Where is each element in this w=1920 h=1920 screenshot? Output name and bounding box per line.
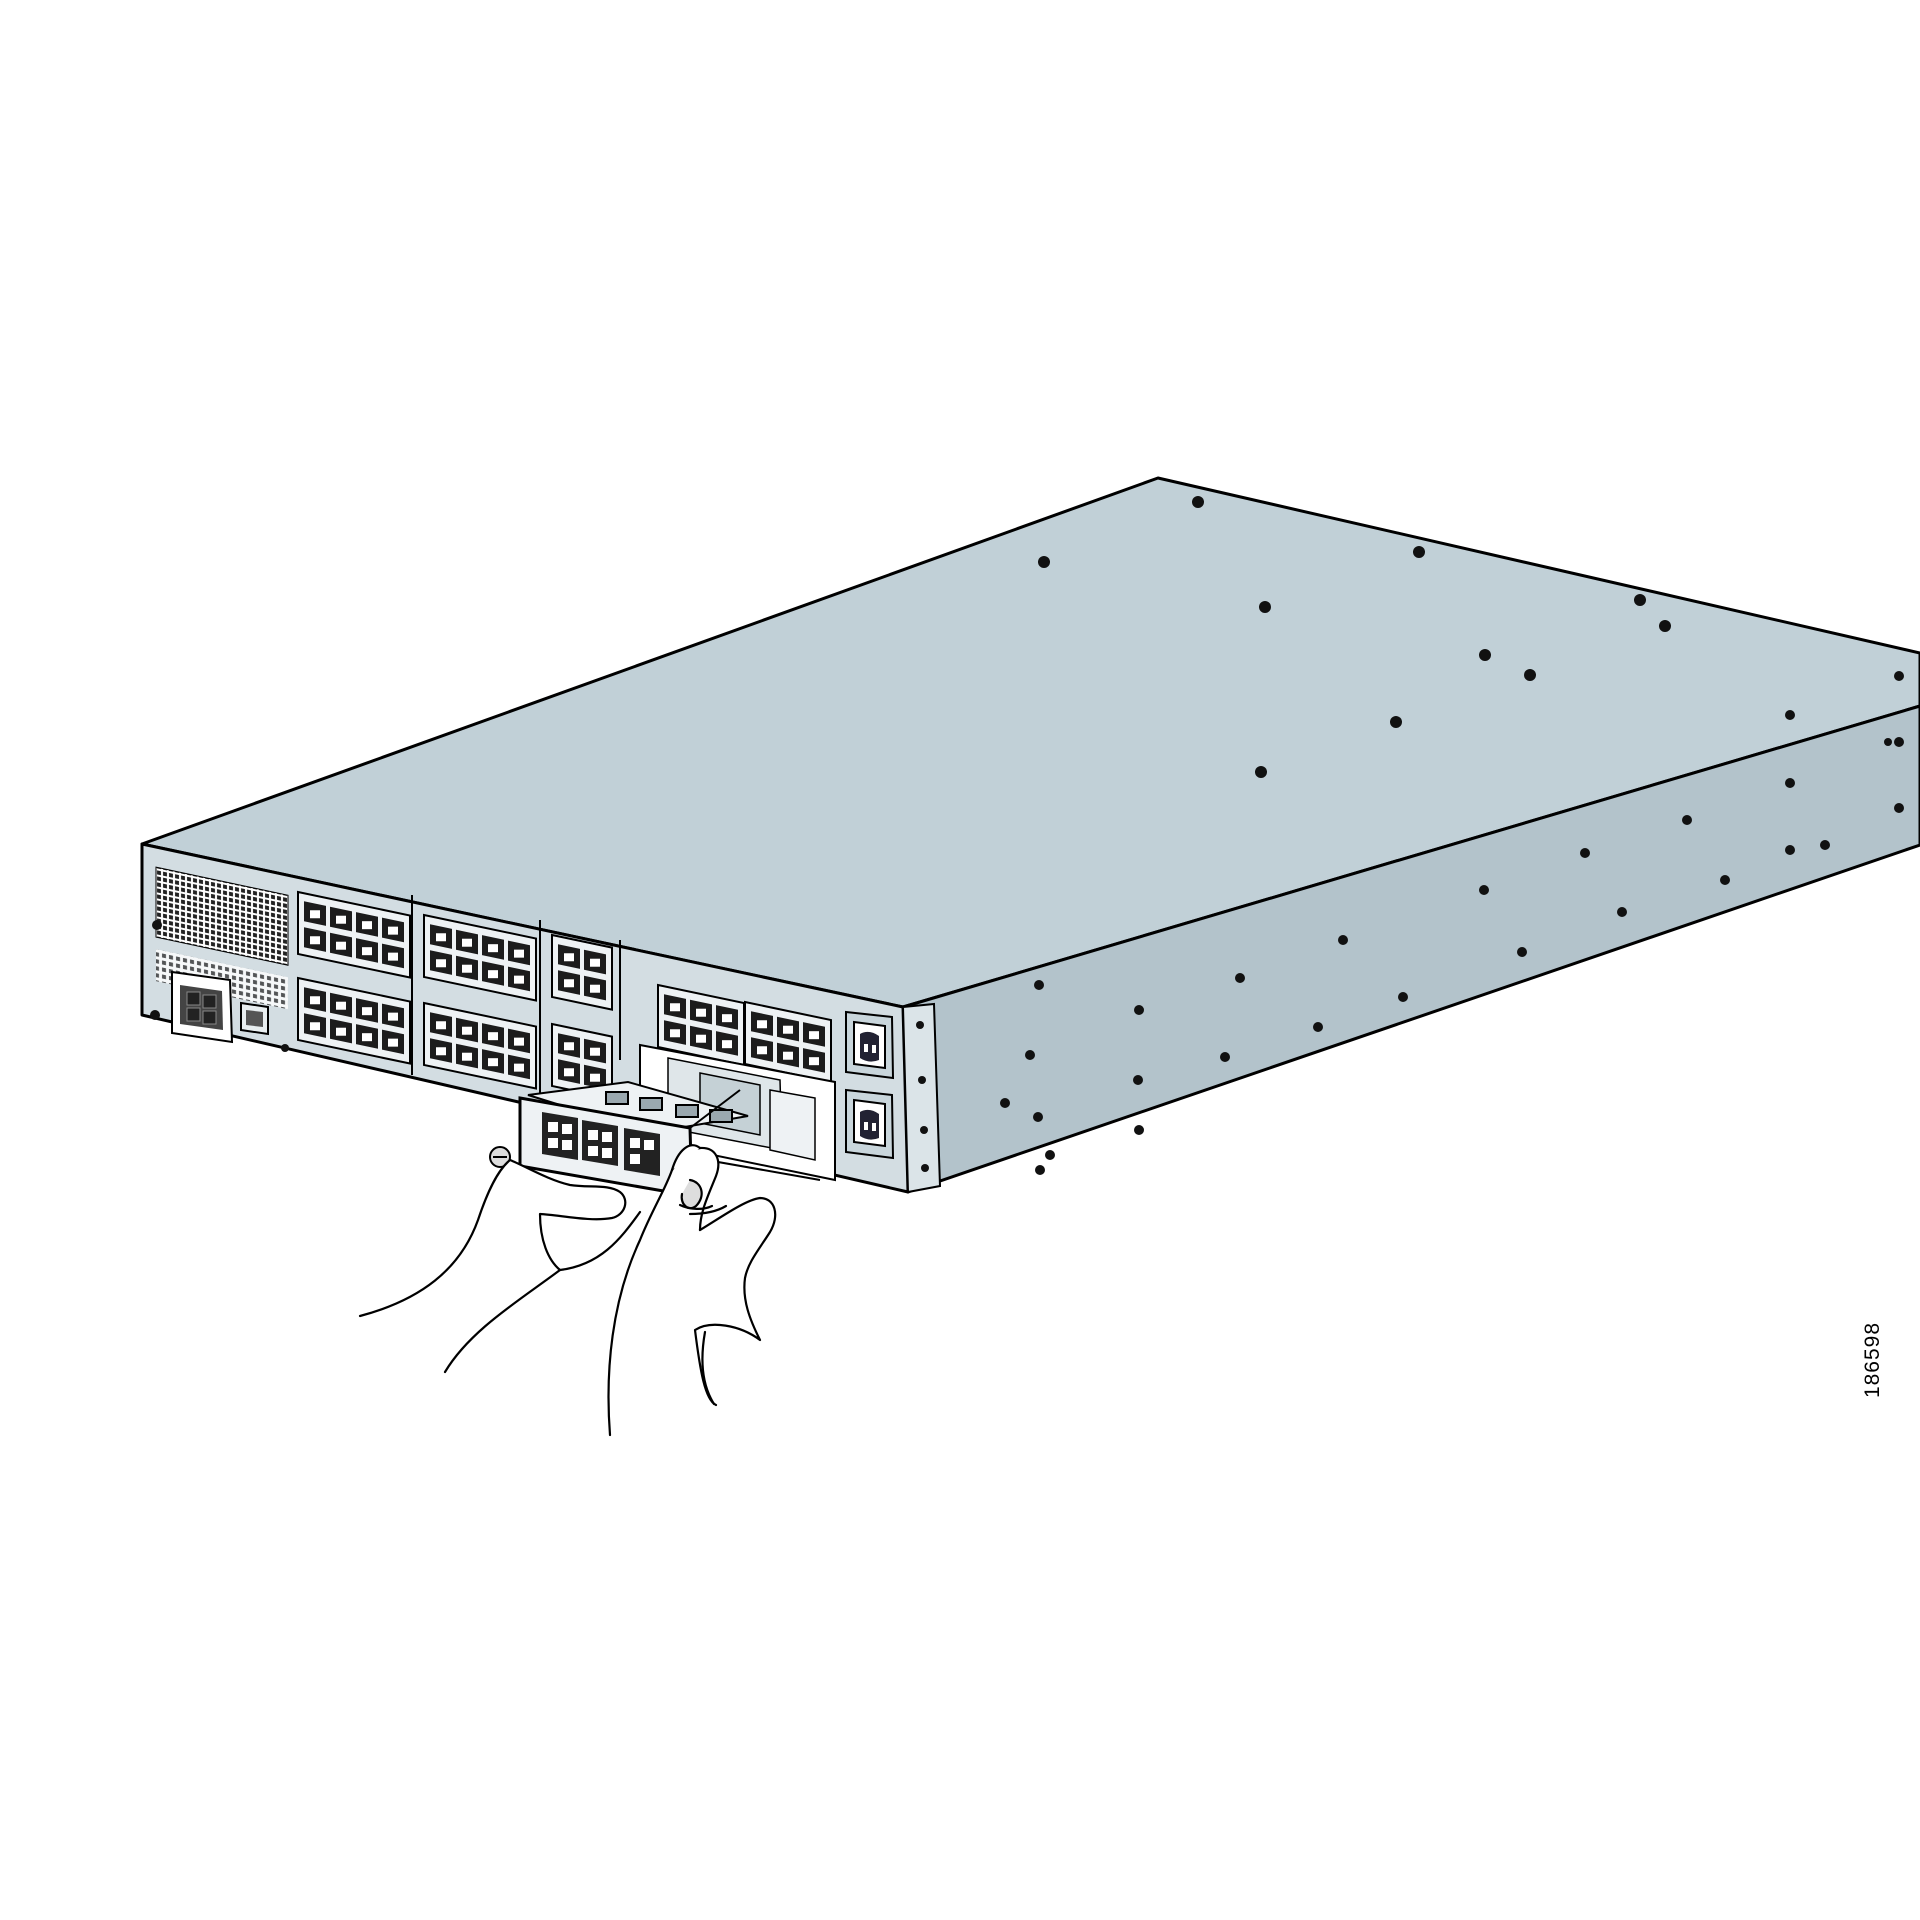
sfp-port-opening (757, 1020, 767, 1029)
sfp-port-opening (590, 1073, 600, 1082)
sfp-port-opening (436, 1021, 446, 1030)
sfp-port-opening (336, 915, 346, 924)
chassis-body (140, 476, 1920, 1194)
sfp-port-opening (590, 984, 600, 993)
sfp-port-opening (590, 958, 600, 967)
sfp-port-opening (336, 1001, 346, 1010)
sfp-port-opening (310, 910, 320, 919)
sfp-port-opening (564, 1042, 574, 1051)
console-port (240, 1001, 269, 1036)
sfp-port-opening (809, 1057, 819, 1066)
sfp-port-opening (722, 1040, 732, 1049)
sfp-port-opening (514, 949, 524, 958)
sfp-port-opening (488, 944, 498, 953)
sfp-port-opening (362, 947, 372, 956)
sfp-port-opening (696, 1008, 706, 1017)
power-switch-block (171, 970, 234, 1044)
power-inlet-icon (845, 1010, 895, 1080)
sfp-port-opening (462, 938, 472, 947)
sfp-port-opening (462, 964, 472, 973)
vent-grille (155, 866, 289, 966)
sfp-port-opening (564, 953, 574, 962)
top-screws (1038, 496, 1671, 778)
sfp-port-opening (757, 1046, 767, 1055)
sfp-port-opening (564, 1068, 574, 1077)
sfp-port-opening (310, 936, 320, 945)
sfp-port-opening (783, 1025, 793, 1034)
sfp-port-opening (462, 1052, 472, 1061)
sfp-port-opening (809, 1031, 819, 1040)
sfp-port-opening (362, 1033, 372, 1042)
sfp-port-opening (564, 979, 574, 988)
power-inlet-icon (845, 1088, 895, 1160)
sfp-port-opening (388, 926, 398, 935)
sfp-port-opening (336, 1027, 346, 1036)
sfp-port-opening (436, 959, 446, 968)
sfp-port-opening (783, 1051, 793, 1060)
sfp-port-opening (514, 1063, 524, 1072)
side-screws (1000, 671, 1904, 1175)
sfp-port-opening (722, 1014, 732, 1023)
mounting-flange (901, 1002, 942, 1194)
sfp-port-opening (514, 975, 524, 984)
sfp-port-opening (362, 921, 372, 930)
sfp-port-opening (670, 1029, 680, 1038)
sfp-port-opening (670, 1003, 680, 1012)
sfp-port-opening (488, 970, 498, 979)
sfp-port-opening (436, 933, 446, 942)
sfp-port-opening (514, 1037, 524, 1046)
hand-icon (358, 1144, 777, 1437)
sfp-port-opening (590, 1047, 600, 1056)
figure-number: 186598 (1861, 1321, 1884, 1399)
sfp-port-opening (488, 1058, 498, 1067)
sfp-port-opening (388, 1012, 398, 1021)
sfp-port-opening (388, 952, 398, 961)
sfp-port-opening (436, 1047, 446, 1056)
sfp-port-opening (310, 1022, 320, 1031)
sfp-port-opening (462, 1026, 472, 1035)
sfp-port-opening (388, 1038, 398, 1047)
sfp-port-opening (310, 996, 320, 1005)
sfp-port-opening (362, 1007, 372, 1016)
sfp-port-opening (696, 1034, 706, 1043)
sfp-port-opening (488, 1032, 498, 1041)
sfp-port-opening (336, 941, 346, 950)
